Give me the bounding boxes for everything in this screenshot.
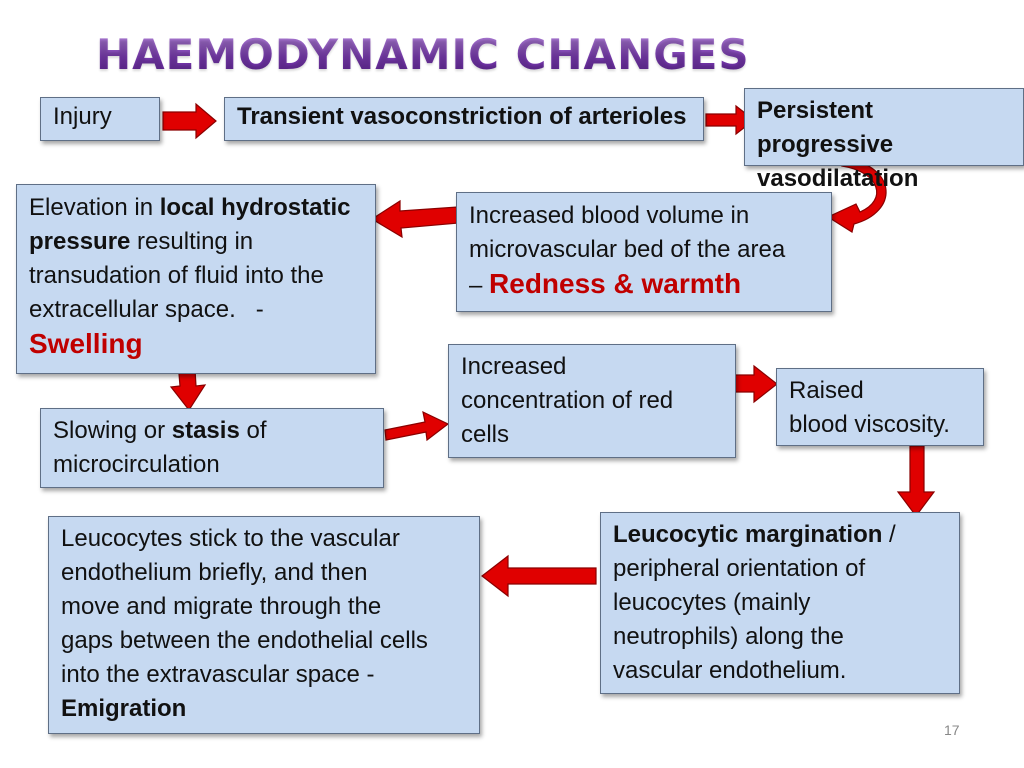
box-stasis: Slowing or stasis of microcirculation — [40, 408, 384, 488]
box-emigration: Leucocytes stick to the vascular endothe… — [48, 516, 480, 734]
blood-volume-line-1: Increased blood volume in — [469, 202, 750, 229]
box-vasoconstriction: Transient vasoconstriction of arterioles — [224, 97, 704, 141]
stasis-text-1: Slowing or — [53, 417, 172, 444]
emigration-label: Emigration — [61, 695, 187, 722]
vasodilatation-line-1: Persistent progressive — [757, 97, 894, 158]
margination-line-4: neutrophils) along the — [613, 623, 844, 650]
stasis-bold: stasis — [171, 417, 240, 444]
hydrostatic-text-2: resulting in — [130, 228, 254, 255]
margination-slash: / — [882, 521, 896, 548]
page-title: HAEMODYNAMIC CHANGES — [96, 30, 750, 79]
hydrostatic-text-3: transudation of fluid into the — [29, 262, 324, 289]
margination-line-5: vascular endothelium. — [613, 657, 847, 684]
viscosity-line-1: Raised — [789, 377, 864, 404]
emigration-line-4: gaps between the endothelial cells — [61, 627, 428, 654]
concentration-line-3: cells — [461, 421, 510, 448]
viscosity-line-2: blood viscosity. — [789, 411, 950, 438]
swelling-label: Swelling — [29, 328, 143, 359]
blood-volume-line-2: microvascular bed of the area — [469, 236, 786, 263]
arrow-injury-to-vasoconstriction — [162, 102, 217, 140]
margination-line-3: leucocytes (mainly — [613, 589, 811, 616]
box-vasodilatation: Persistent progressive vasodilatation — [744, 88, 1024, 192]
hydrostatic-bold-1: local hydrostatic — [159, 194, 351, 221]
box-blood-volume: Increased blood volume in microvascular … — [456, 192, 832, 312]
blood-volume-dash: – — [469, 272, 483, 299]
arrow-viscosity-to-margination — [896, 445, 936, 517]
emigration-line-2: endothelium briefly, and then — [61, 559, 368, 586]
box-margination: Leucocytic margination / peripheral orie… — [600, 512, 960, 694]
emigration-line-3: move and migrate through the — [61, 593, 382, 620]
hydrostatic-text-4: extracellular space. - — [29, 296, 264, 323]
vasodilatation-line-2: vasodilatation — [757, 165, 919, 192]
injury-label: Injury — [53, 103, 112, 130]
margination-line-2: peripheral orientation of — [613, 555, 866, 582]
hydrostatic-text-1: Elevation in — [29, 194, 160, 221]
arrow-vasodilatation-to-blood-volume — [826, 157, 887, 233]
emigration-line-1: Leucocytes stick to the vascular — [61, 525, 400, 552]
box-injury: Injury — [40, 97, 160, 141]
arrow-blood-volume-to-hydrostatic — [370, 199, 460, 239]
vasoconstriction-label: Transient vasoconstriction of arterioles — [237, 103, 687, 130]
arrow-margination-to-emigration — [481, 554, 597, 598]
box-viscosity: Raised blood viscosity. — [776, 368, 984, 446]
box-concentration: Increased concentration of red cells — [448, 344, 736, 458]
box-hydrostatic: Elevation in local hydrostatic pressure … — [16, 184, 376, 374]
hydrostatic-bold-2: pressure — [29, 228, 131, 255]
margination-bold: Leucocytic margination — [613, 521, 883, 548]
arrow-stasis-to-concentration — [384, 410, 450, 442]
concentration-line-1: Increased — [461, 353, 567, 380]
emigration-line-5: into the extravascular space - — [61, 661, 375, 688]
stasis-text-2: of — [239, 417, 267, 444]
page-number: 17 — [944, 722, 960, 738]
stasis-text-3: microcirculation — [53, 451, 220, 478]
redness-warmth-label: Redness & warmth — [489, 268, 742, 299]
concentration-line-2: concentration of red — [461, 387, 674, 414]
